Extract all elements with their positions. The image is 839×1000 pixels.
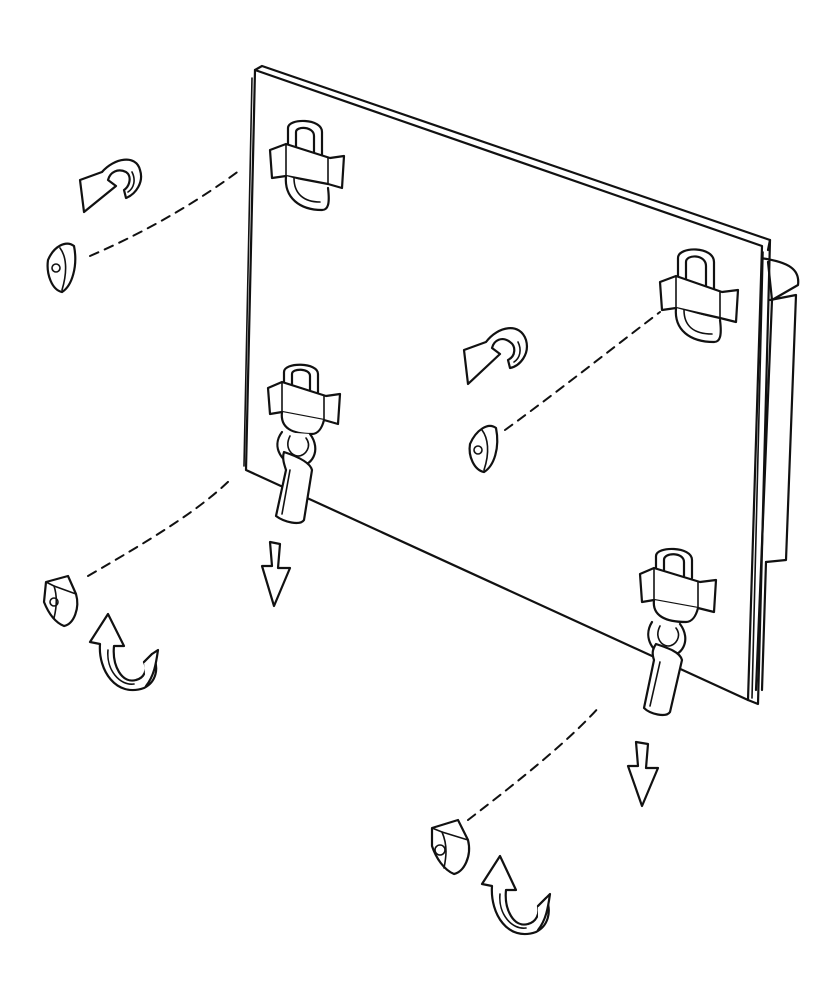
strap-loop-icon xyxy=(274,430,317,525)
guide-line xyxy=(87,477,233,577)
down-arrow-icon xyxy=(260,540,292,608)
strap-loop-icon xyxy=(642,620,687,717)
latch-clip-icon xyxy=(658,248,740,344)
floor-anchor-icon xyxy=(468,424,499,474)
down-arrow-icon xyxy=(626,740,660,808)
latch-clip-icon xyxy=(638,547,718,624)
rotate-counterclockwise-arrow-icon xyxy=(78,158,143,214)
rotate-clockwise-arrow-icon xyxy=(480,854,552,935)
latch-clip-icon xyxy=(268,119,346,212)
latch-clip-icon xyxy=(266,363,342,436)
floor-anchor-icon xyxy=(42,574,79,628)
guide-line xyxy=(89,169,241,257)
floor-anchor-icon xyxy=(46,242,77,294)
floor-anchor-icon xyxy=(430,818,471,876)
guide-line xyxy=(467,705,601,821)
guide-line xyxy=(504,311,661,431)
rotate-counterclockwise-arrow-icon xyxy=(462,327,528,386)
panel xyxy=(243,64,800,706)
rotate-clockwise-arrow-icon xyxy=(88,612,160,691)
